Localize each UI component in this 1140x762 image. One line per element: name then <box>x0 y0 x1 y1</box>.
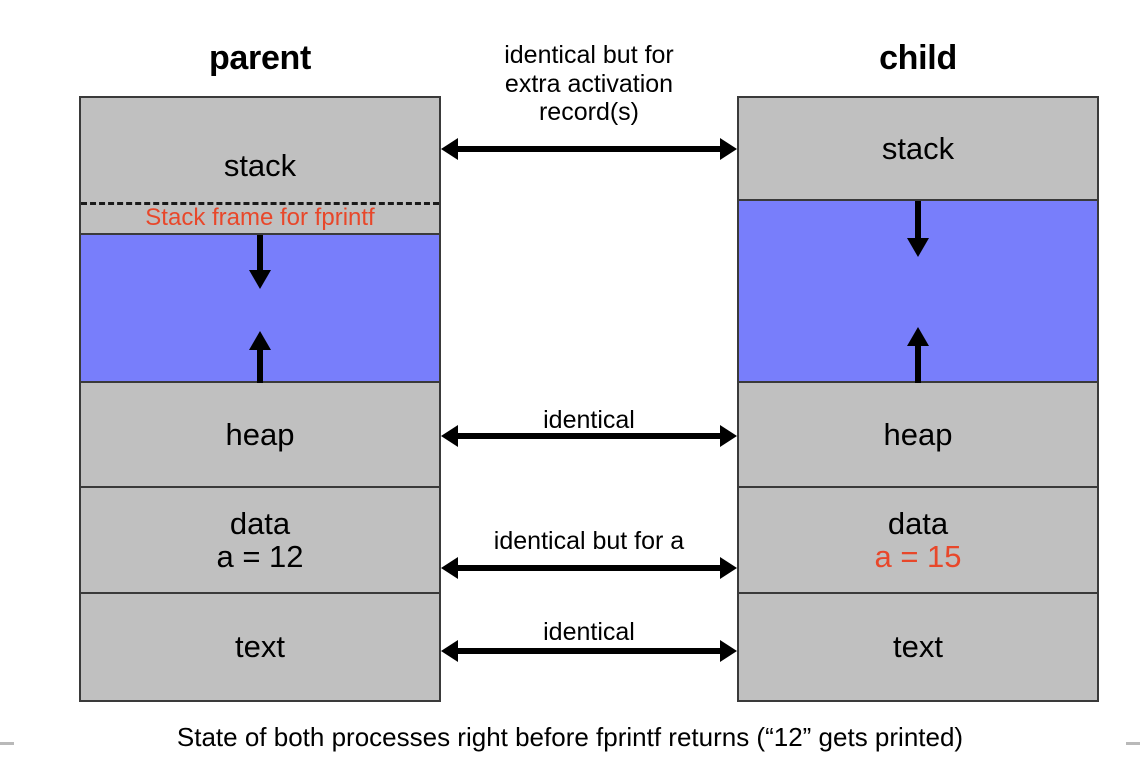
comparison-label-heap: identical <box>543 406 635 434</box>
parent-memory-column: stack Stack frame for fprintf heap data … <box>79 96 441 702</box>
parent-segment-heap: heap <box>81 383 439 488</box>
child-data-label: data <box>887 505 949 541</box>
diagram-caption: State of both processes right before fpr… <box>176 722 964 752</box>
parent-segment-stack: stack <box>81 98 439 233</box>
parent-stack-label: stack <box>223 147 297 183</box>
child-memory-column: stack heap data a = 15 text <box>737 96 1099 702</box>
child-segment-data: data a = 15 <box>739 488 1097 594</box>
parent-data-label: data <box>229 505 291 541</box>
child-heap-label: heap <box>883 416 953 452</box>
child-data-value: a = 15 <box>874 539 962 574</box>
parent-stack-frame-note: Stack frame for fprintf <box>145 204 375 231</box>
parent-data-value: a = 12 <box>216 539 304 574</box>
child-segment-stack: stack <box>739 98 1097 201</box>
parent-text-label: text <box>235 629 285 665</box>
parent-segment-data: data a = 12 <box>81 488 439 594</box>
child-column-title: child <box>879 39 957 77</box>
slide-edge-tick-left <box>0 742 14 745</box>
child-segment-free-space <box>739 201 1097 383</box>
parent-column-title: parent <box>208 39 312 77</box>
parent-segment-free-space <box>81 233 439 385</box>
parent-segment-text: text <box>81 594 439 700</box>
parent-heap-label: heap <box>225 416 295 452</box>
child-segment-heap: heap <box>739 383 1097 488</box>
comparison-label-data: identical but for a <box>493 527 685 555</box>
comparison-label-text: identical <box>543 618 635 646</box>
slide-edge-tick-right <box>1126 742 1140 745</box>
child-segment-text: text <box>739 594 1097 700</box>
child-stack-label: stack <box>881 130 955 166</box>
child-text-label: text <box>893 629 943 665</box>
parent-stack-frame-divider <box>81 202 439 205</box>
comparison-label-stack: identical but for extra activation recor… <box>504 41 674 126</box>
